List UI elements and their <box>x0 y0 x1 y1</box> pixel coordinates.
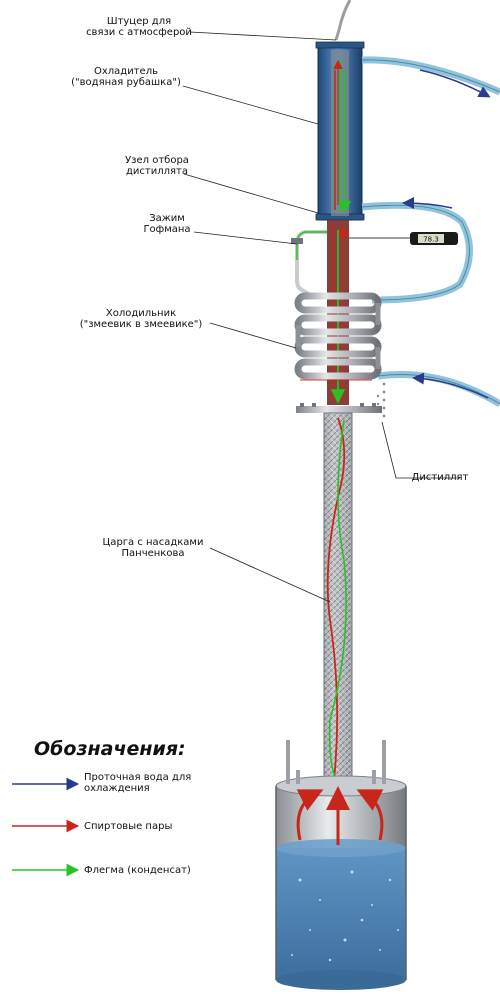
label-distillate-takeoff: Узел отбора дистиллята <box>110 155 204 177</box>
label-atmosphere-fitting: Штуцер для связи с атмосферой <box>84 16 194 38</box>
label-column-line1: Царга с насадками <box>102 537 204 548</box>
legend-vapor-text: Спиртовые пары <box>84 821 173 832</box>
label-hoffman-clamp: Зажим Гофмана <box>136 213 198 235</box>
label-atmosphere-fitting-line2: связи с атмосферой <box>86 27 192 38</box>
legend-title: Обозначения: <box>34 738 186 760</box>
label-condenser-line1: Холодильник <box>105 308 177 319</box>
condenser-coil <box>294 292 382 380</box>
label-distillate-takeoff-line2: дистиллята <box>126 166 188 177</box>
column-flange <box>296 403 382 413</box>
atmosphere-tube <box>334 0 352 41</box>
boiler-tank <box>275 740 407 990</box>
reflux-path <box>328 419 347 781</box>
legend-reflux-text: Флегма (конденсат) <box>84 865 191 876</box>
legend-water-line2: охлаждения <box>84 783 150 794</box>
label-condenser-line2: ("змеевик в змеевике") <box>79 319 203 330</box>
label-cooler-line1: Охладитель <box>94 66 158 77</box>
label-cooler: Охладитель ("водяная рубашка") <box>64 66 188 88</box>
legend-water-line1: Проточная вода для <box>84 772 192 783</box>
label-atmosphere-fitting-line1: Штуцер для <box>106 16 172 27</box>
label-column: Царга с насадками Панченкова <box>94 537 212 559</box>
jacket-outlet-hose <box>361 56 500 96</box>
jacket-inlet-hose <box>361 201 474 304</box>
label-condenser: Холодильник ("змеевик в змеевике") <box>74 308 208 330</box>
label-distillate-takeoff-line1: Узел отбора <box>125 155 189 166</box>
vapor-path <box>326 417 346 781</box>
label-distillate: Дистиллят <box>411 472 469 483</box>
label-column-line2: Панченкова <box>121 548 185 559</box>
distillate-drops <box>376 382 386 418</box>
label-hoffman-clamp-line1: Зажим <box>149 213 185 224</box>
hoffman-clamp <box>291 238 303 244</box>
thermometer-reading: 78.3 <box>423 236 439 244</box>
legend-water-text: Проточная вода для охлаждения <box>84 772 191 794</box>
label-hoffman-clamp-line2: Гофмана <box>143 224 191 235</box>
callout-lines <box>182 31 460 603</box>
label-cooler-line2: ("водяная рубашка") <box>71 77 181 88</box>
